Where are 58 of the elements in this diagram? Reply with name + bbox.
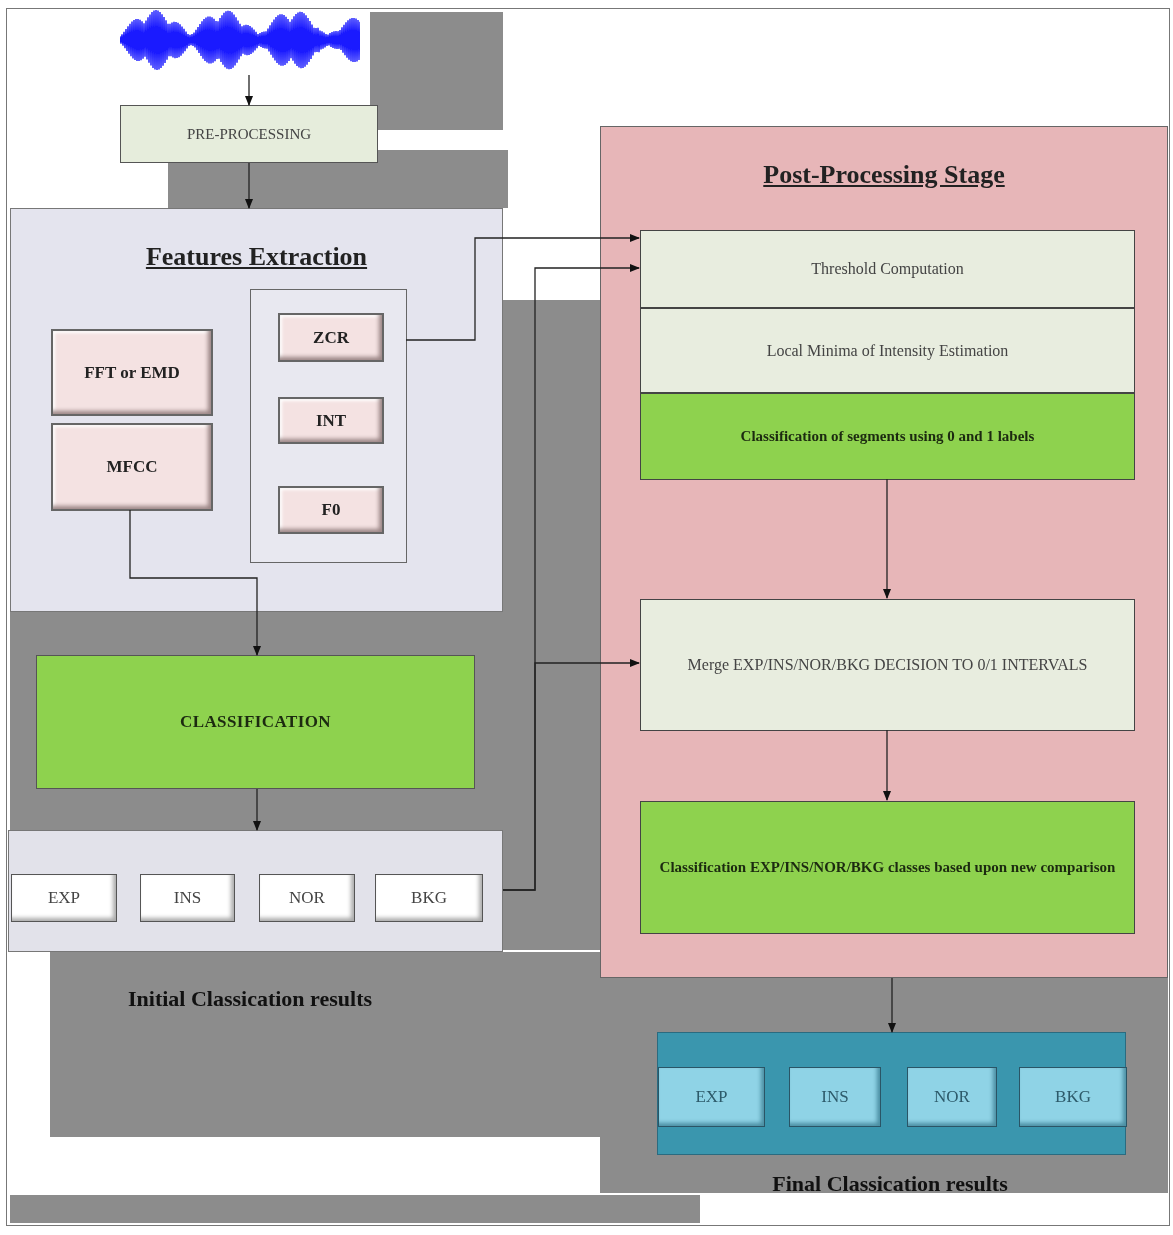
section-heading: Features Extraction	[145, 241, 368, 273]
box-label: MFCC	[106, 456, 158, 479]
feature-box	[278, 313, 384, 362]
box-label: Merge EXP/INS/NOR/BKG DECISION TO 0/1 INTERVALS	[686, 655, 1089, 676]
box-label: INT	[315, 409, 347, 432]
arrow	[253, 788, 261, 831]
result-caption: Initial Classication results	[126, 985, 374, 1013]
result-caption: Final Classication results	[771, 1170, 1009, 1198]
process-box	[640, 230, 1135, 308]
box-label: ZCR	[313, 326, 349, 349]
group-panel	[10, 208, 503, 612]
class-box	[11, 874, 117, 922]
arrow	[883, 478, 891, 599]
class-box	[658, 1067, 765, 1127]
box-label: F0	[321, 499, 341, 522]
box-label: PRE-PROCESSING	[186, 124, 312, 144]
box-label: Classification EXP/INS/NOR/BKG classes based upon new comparison	[658, 858, 1117, 878]
process-box	[640, 393, 1135, 480]
arrow	[883, 729, 891, 801]
process-box	[640, 599, 1135, 731]
arrow	[129, 509, 261, 656]
feature-box	[51, 423, 213, 511]
feature-box	[278, 397, 384, 444]
arrow	[888, 977, 896, 1033]
box-label: BKG	[411, 887, 447, 910]
process-box	[36, 655, 475, 789]
arrow	[245, 162, 253, 209]
box-label: BKG	[1055, 1086, 1091, 1109]
box-label: CLASSIFICATION	[179, 711, 332, 734]
class-box	[907, 1067, 997, 1127]
result-panel	[8, 830, 503, 952]
process-box	[640, 801, 1135, 934]
class-box	[259, 874, 355, 922]
box-label: INS	[821, 1086, 849, 1109]
arrow	[245, 74, 253, 106]
box-label: INS	[173, 887, 202, 910]
arrow	[405, 234, 640, 341]
group-box	[250, 289, 407, 563]
arrow	[502, 659, 640, 891]
box-label: Classification of segments using 0 and 1 labels	[739, 427, 1036, 447]
box-label: NOR	[289, 887, 325, 910]
class-box	[375, 874, 483, 922]
section-heading: Post-Processing Stage	[763, 159, 1005, 191]
process-box	[120, 105, 378, 163]
group-panel	[600, 126, 1168, 978]
process-box	[640, 308, 1135, 393]
class-box	[789, 1067, 881, 1127]
class-box	[1019, 1067, 1127, 1127]
box-label: EXP	[695, 1086, 728, 1109]
box-label: FFT or EMD	[84, 361, 180, 384]
feature-box	[51, 329, 213, 416]
result-panel	[657, 1032, 1126, 1155]
box-label: Local Minima of Intensity Estimation	[766, 340, 1009, 362]
box-label: Threshold Computation	[811, 259, 964, 280]
box-label: NOR	[934, 1086, 970, 1109]
feature-box	[278, 486, 384, 534]
class-box	[140, 874, 235, 922]
box-label: EXP	[47, 887, 81, 910]
